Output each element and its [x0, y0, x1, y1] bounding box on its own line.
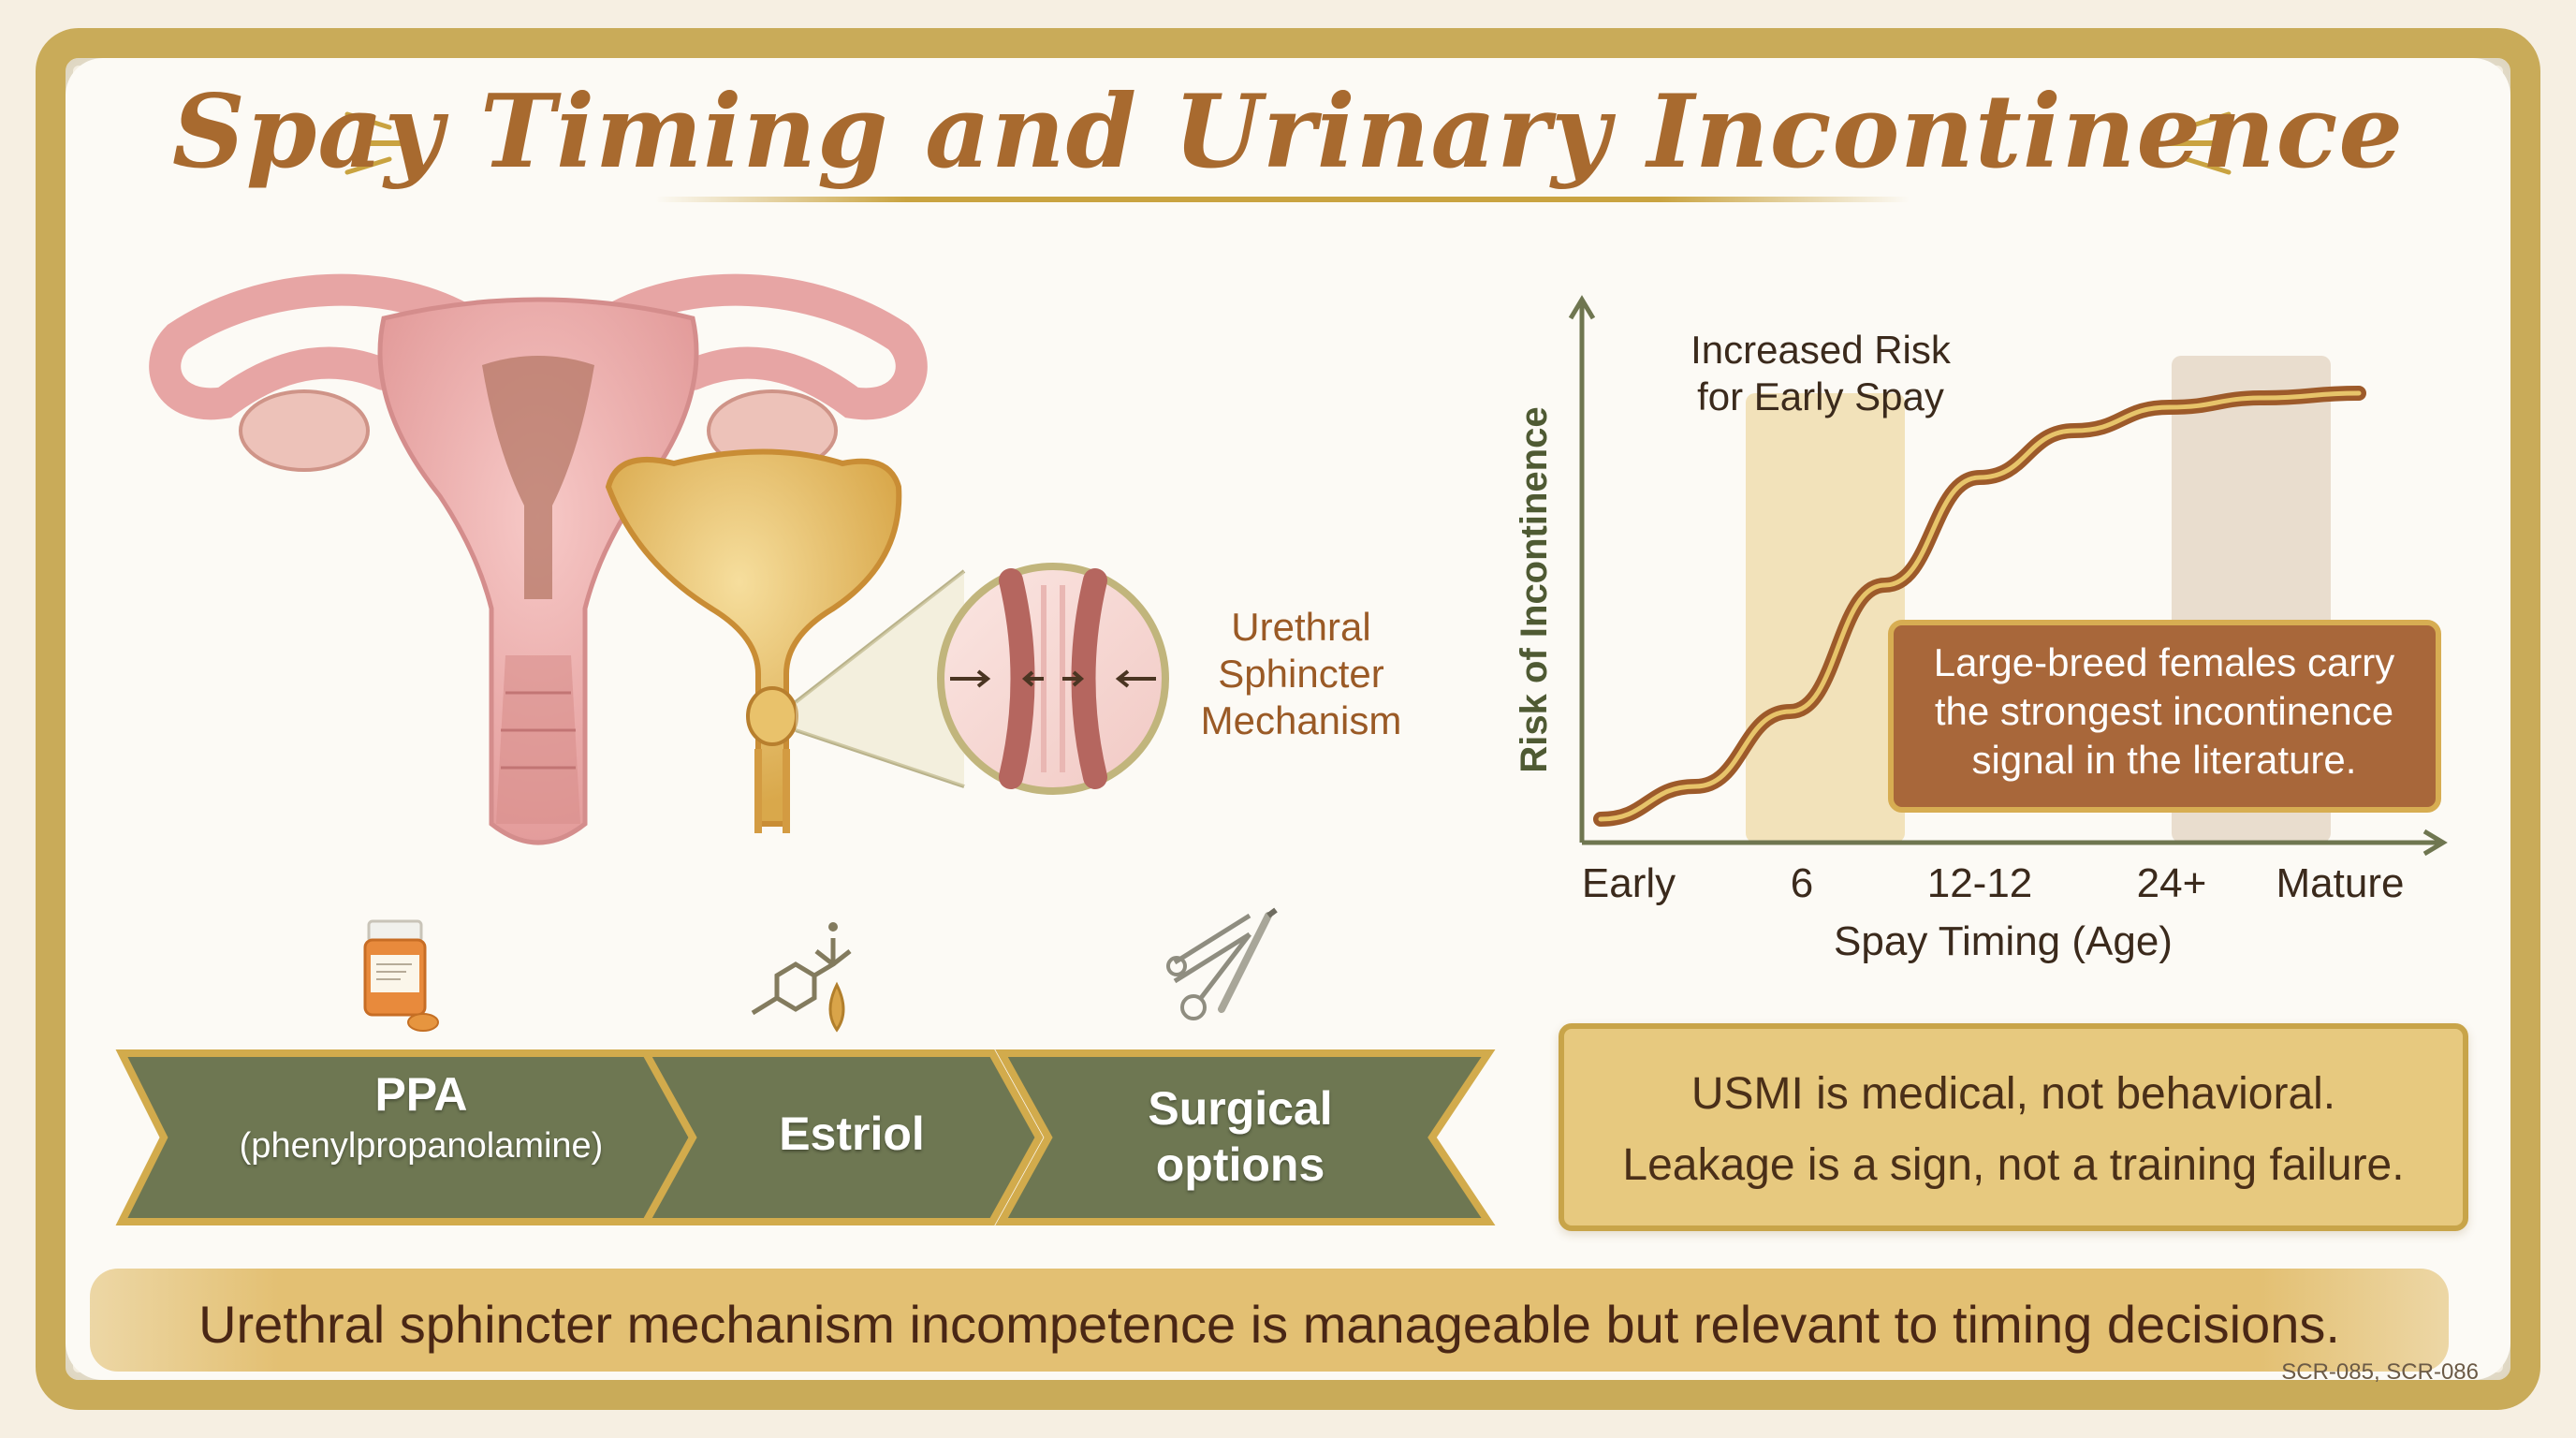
anatomy-illustration	[149, 273, 1169, 845]
treatment-estriol-name: Estriol	[779, 1108, 925, 1160]
treatment-ribbon-estriol	[639, 1049, 1044, 1225]
chart-annotation-risk: for Early Spay	[1697, 374, 1944, 418]
callout-line-2: Leakage is a sign, not a training failur…	[1622, 1140, 2405, 1190]
chart-annotation-risk: Increased Risk	[1690, 328, 1952, 372]
x-tick-label: 6	[1791, 860, 1813, 906]
molecule-drop-icon	[751, 922, 852, 1033]
treatment-surgical-name: Surgical	[1148, 1082, 1333, 1135]
y-axis-arrow-icon	[1568, 295, 1596, 320]
x-tick-label: 12-12	[1927, 860, 2033, 906]
sphincter-label-line2: Sphincter	[1218, 652, 1384, 696]
callout-box: USMI is medical, not behavioral. Leakage…	[1559, 1023, 2468, 1231]
x-tick-label: Mature	[2276, 860, 2405, 906]
treatment-ppa-name: PPA	[374, 1068, 468, 1121]
y-axis-label: Risk of Incontinence	[1514, 406, 1555, 772]
chart-note-box	[1888, 620, 2441, 813]
bladder-icon	[605, 448, 902, 833]
callout-line-1: USMI is medical, not behavioral.	[1690, 1069, 2336, 1119]
risk-curve-highlight	[1598, 390, 2362, 822]
reference-codes: SCR-085, SCR-086	[2281, 1359, 2479, 1385]
page-title: Spay Timing and Urinary Incontinence	[171, 73, 2405, 191]
x-axis-label: Spay Timing (Age)	[1834, 918, 2173, 964]
uterus-icon	[149, 273, 928, 845]
pill-bottle-icon	[363, 919, 439, 1032]
title-underline	[655, 197, 1910, 202]
surgical-tools-icon	[1166, 907, 1278, 1020]
chart-note-text: Large-breed females carry	[1934, 640, 2395, 684]
bottom-summary: Urethral sphincter mechanism incompetenc…	[198, 1295, 2340, 1354]
sphincter-label-line3: Mechanism	[1200, 698, 1402, 742]
title-flourish-left-icon	[344, 111, 411, 175]
x-tick-label: Early	[1582, 860, 1676, 906]
sphincter-label: Urethral Sphincter Mechanism	[1170, 604, 1432, 744]
sphincter-magnified-icon	[937, 563, 1169, 795]
chart-note-text: the strongest incontinence	[1935, 689, 2393, 733]
sphincter-label-line1: Urethral	[1231, 605, 1371, 649]
treatment-surgical-sub: options	[1155, 1138, 1325, 1191]
bottom-banner	[90, 1269, 2449, 1372]
x-axis-arrow-icon	[2422, 829, 2448, 857]
chart-note-text: signal in the literature.	[1972, 738, 2357, 782]
early-spay-band	[1746, 393, 1905, 843]
treatment-ribbons	[115, 1049, 1496, 1225]
treatment-ppa-sub: (phenylpropanolamine)	[239, 1126, 604, 1166]
title-flourish-right-icon	[2165, 111, 2232, 175]
x-tick-label: 24+	[2137, 860, 2207, 906]
treatment-ribbon-surgical	[995, 1049, 1496, 1225]
